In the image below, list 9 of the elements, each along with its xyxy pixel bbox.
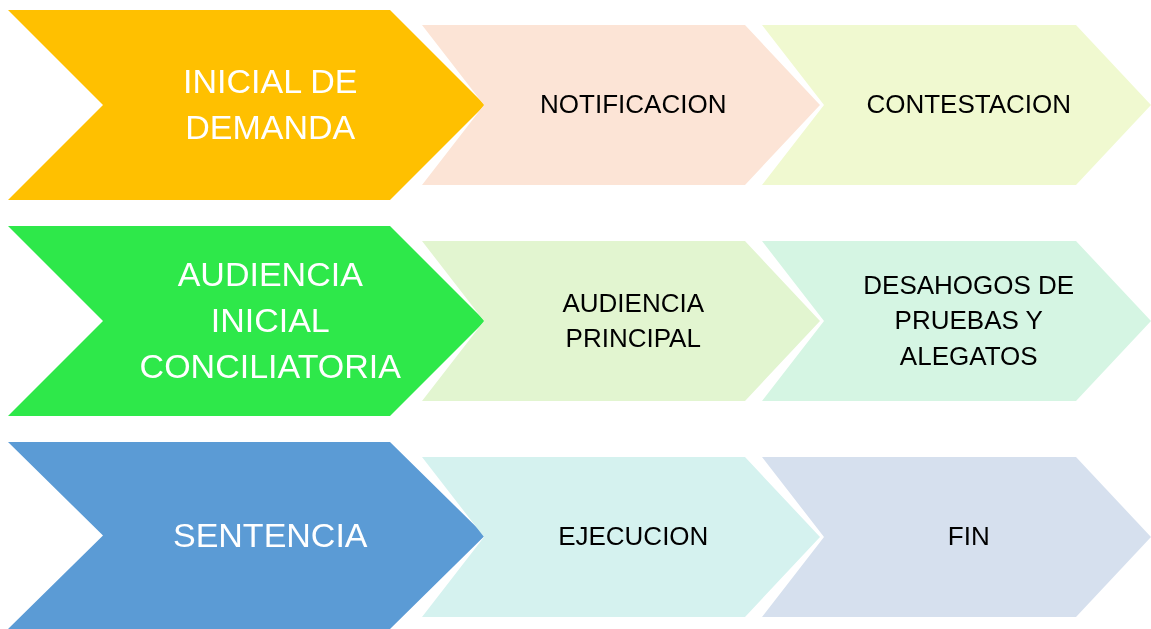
step-label: AUDIENCIA PRINCIPAL (561, 286, 706, 355)
step-label: CONTESTACION (866, 88, 1072, 122)
step-label: INICIAL DE DEMANDA (182, 61, 359, 148)
step-label: SENTENCIA (172, 514, 368, 556)
step-label: AUDIENCIA INICIAL CONCILIATORIA (138, 254, 402, 387)
step-label: NOTIFICACION (540, 88, 727, 122)
step-label: FIN (947, 520, 990, 554)
step-label: DESAHOGOS DE PRUEBAS Y ALEGATOS (862, 269, 1076, 373)
step-label: EJECUCION (558, 520, 709, 554)
